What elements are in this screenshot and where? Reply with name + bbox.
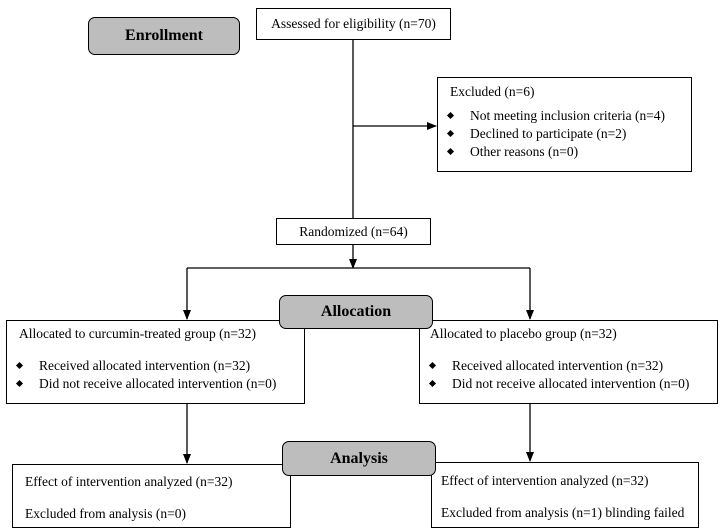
diamond-bullet-icon xyxy=(15,361,24,370)
stage-label-enrollment: Enrollment xyxy=(88,17,240,55)
allocation-box-curcumin: Allocated to curcumin-treated group (n=3… xyxy=(6,320,305,404)
diamond-bullet-icon xyxy=(446,111,455,120)
analysis-left-analyzed: Effect of intervention analyzed (n=32) xyxy=(25,474,233,489)
allocation-left-title: Allocated to curcumin-treated group (n=3… xyxy=(19,326,257,341)
analysis-right-excluded: Excluded from analysis (n=1) blinding fa… xyxy=(441,505,685,520)
excluded-reasons-list: Not meeting inclusion criteria (n=4) Dec… xyxy=(440,108,691,160)
allocation-box-placebo: Allocated to placebo group (n=32) Receiv… xyxy=(419,320,718,404)
excluded-box: Excluded (n=6) Not meeting inclusion cri… xyxy=(437,77,692,172)
diamond-bullet-icon xyxy=(15,379,24,388)
list-item: Other reasons (n=0) xyxy=(440,144,691,160)
list-item-text: Not meeting inclusion criteria (n=4) xyxy=(470,108,666,123)
list-item: Received allocated intervention (n=32) xyxy=(9,358,304,374)
analysis-box-curcumin: Effect of intervention analyzed (n=32) E… xyxy=(12,464,291,528)
list-item-text: Received allocated intervention (n=32) xyxy=(39,358,251,373)
list-item-text: Did not receive allocated intervention (… xyxy=(452,376,690,391)
analysis-left-excluded: Excluded from analysis (n=0) xyxy=(25,506,186,521)
list-item: Received allocated intervention (n=32) xyxy=(422,358,717,374)
stage-label-analysis: Analysis xyxy=(282,441,436,476)
allocation-right-list: Received allocated intervention (n=32) D… xyxy=(422,358,717,392)
allocation-left-list: Received allocated intervention (n=32) D… xyxy=(9,358,304,392)
diamond-bullet-icon xyxy=(446,129,455,138)
stage-label-allocation: Allocation xyxy=(279,295,433,329)
list-item-text: Did not receive allocated intervention (… xyxy=(39,376,277,391)
analysis-box-placebo: Effect of intervention analyzed (n=32) E… xyxy=(431,462,699,528)
analysis-right-analyzed: Effect of intervention analyzed (n=32) xyxy=(441,473,649,488)
diamond-bullet-icon xyxy=(446,147,455,156)
assessed-box: Assessed for eligibility (n=70) xyxy=(256,8,451,40)
list-item-text: Received allocated intervention (n=32) xyxy=(452,358,664,373)
list-item: Declined to participate (n=2) xyxy=(440,126,691,142)
list-item: Not meeting inclusion criteria (n=4) xyxy=(440,108,691,124)
diamond-bullet-icon xyxy=(428,361,437,370)
list-item: Did not receive allocated intervention (… xyxy=(9,376,304,392)
excluded-title: Excluded (n=6) xyxy=(450,84,535,99)
diamond-bullet-icon xyxy=(428,379,437,388)
list-item-text: Declined to participate (n=2) xyxy=(470,126,627,141)
list-item-text: Other reasons (n=0) xyxy=(470,144,579,159)
randomized-box: Randomized (n=64) xyxy=(276,218,431,245)
list-item: Did not receive allocated intervention (… xyxy=(422,376,717,392)
allocation-right-title: Allocated to placebo group (n=32) xyxy=(430,326,617,341)
